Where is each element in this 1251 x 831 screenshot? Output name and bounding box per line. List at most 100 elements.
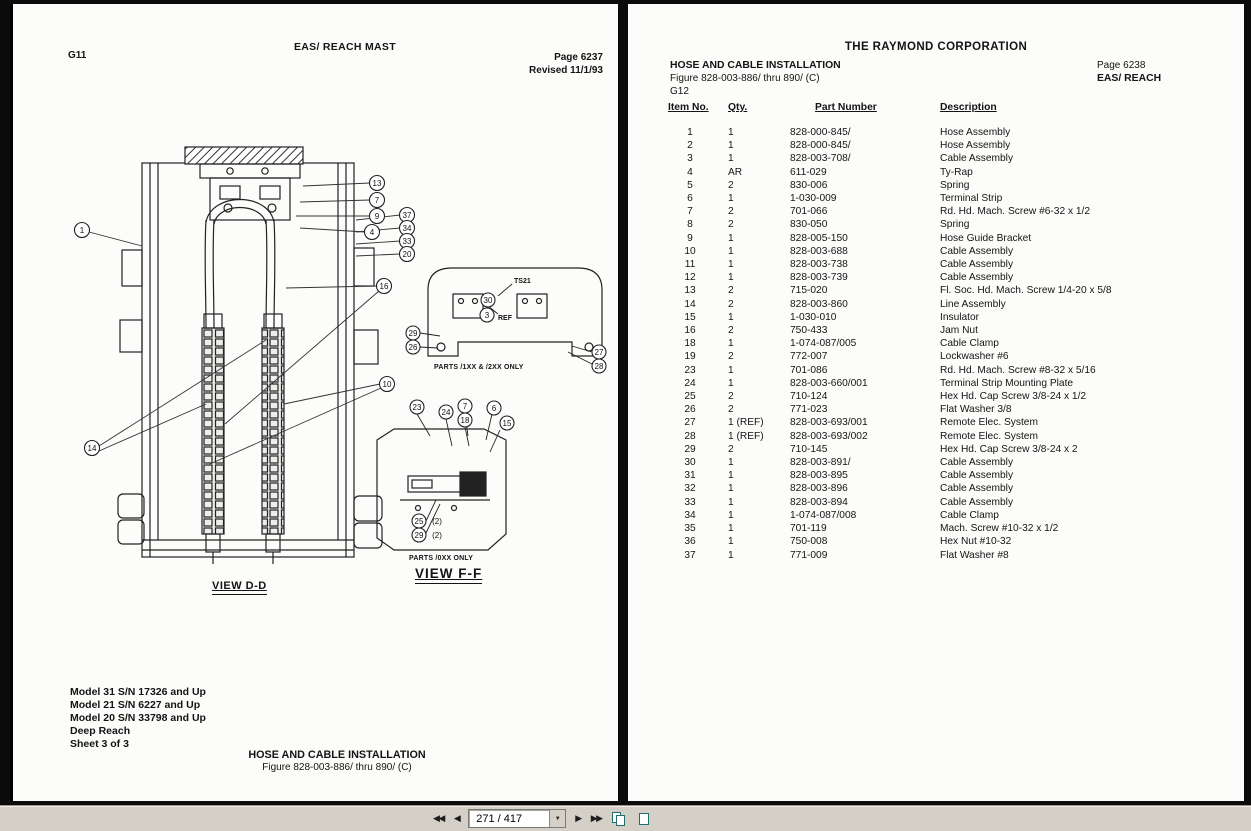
facing-pages-view-icon[interactable] <box>611 811 628 827</box>
cell-part-number: 828-003-739 <box>790 272 848 284</box>
cell-qty: 1 <box>728 509 734 521</box>
cell-part-number: 1-074-087/005 <box>790 338 857 350</box>
page-navigation-controls: ◀◀ ◀ 271 / 417 ▼ ▶ ▶▶ <box>432 806 653 831</box>
callout: 9 <box>368 207 386 225</box>
callout: 27 <box>591 344 607 360</box>
left-page-info: Page 6237 Revised 11/1/93 <box>485 52 603 77</box>
figure-reference: Figure 828-003-886/ thru 890/ (C) <box>670 73 820 84</box>
cell-qty: 1 <box>728 364 734 376</box>
cell-description: Rd. Hd. Mach. Screw #8-32 x 5/16 <box>940 364 1096 376</box>
left-page-number: Page 6237 <box>554 52 603 63</box>
fast-forward-button[interactable]: ▶▶ <box>590 813 603 823</box>
cell-qty: 1 (REF) <box>728 430 764 442</box>
cell-item-no: 15 <box>684 311 696 323</box>
cell-item-no: 24 <box>684 377 696 389</box>
cell-part-number: 701-066 <box>790 206 828 218</box>
parts-1xx-2xx-caption: PARTS /1XX & /2XX ONLY <box>434 364 524 371</box>
table-row: 23 1 701-086 Rd. Hd. Mach. Screw #8-32 x… <box>664 364 1224 377</box>
callout-balloons: 13 7 9 4 37 34 33 20 16 10 1 14 30 3 29 … <box>73 174 607 543</box>
cell-item-no: 27 <box>684 417 696 429</box>
svg-text:20: 20 <box>403 250 412 259</box>
svg-text:29: 29 <box>409 329 418 338</box>
combo-dropdown-arrow-icon[interactable]: ▼ <box>549 810 566 827</box>
table-row: 24 1 828-003-660/001 Terminal Strip Moun… <box>664 377 1224 390</box>
cell-description: Hex Hd. Cap Screw 3/8-24 x 2 <box>940 443 1078 455</box>
table-row: 31 1 828-003-895 Cable Assembly <box>664 469 1224 482</box>
svg-text:37: 37 <box>403 211 412 220</box>
callout: 10 <box>378 375 396 393</box>
cell-item-no: 31 <box>684 470 696 482</box>
cell-part-number: 1-030-010 <box>790 311 837 323</box>
next-page-button[interactable]: ▶ <box>575 813 582 823</box>
right-page-number: Page 6238 <box>1097 60 1146 71</box>
callout: 24 <box>438 404 454 420</box>
table-row: 14 2 828-003-860 Line Assembly <box>664 298 1224 311</box>
cell-description: Hose Assembly <box>940 127 1011 138</box>
cell-description: Terminal Strip <box>940 193 1003 205</box>
page-number-combo[interactable]: 271 / 417 ▼ <box>468 809 567 828</box>
svg-text:(2): (2) <box>432 531 442 540</box>
cell-qty: 1 <box>728 377 734 389</box>
table-row: 26 2 771-023 Flat Washer 3/8 <box>664 403 1224 416</box>
table-row: 10 1 828-003-688 Cable Assembly <box>664 245 1224 258</box>
view-f-f-label: VIEW F-F <box>415 566 483 584</box>
model-note-line: Deep Reach <box>70 725 131 737</box>
cell-item-no: 19 <box>684 351 696 363</box>
cell-item-no: 11 <box>684 259 696 271</box>
viewer-toolbar: ◀◀ ◀ 271 / 417 ▼ ▶ ▶▶ <box>0 805 1251 831</box>
cell-qty: 2 <box>728 206 734 218</box>
prev-page-button[interactable]: ◀ <box>453 813 461 823</box>
caption-figure: Figure 828-003-886/ thru 890/ (C) <box>262 762 412 773</box>
table-row: 34 1 1-074-087/008 Cable Clamp <box>664 509 1224 522</box>
cell-item-no: 37 <box>684 549 696 561</box>
fast-backward-button[interactable]: ◀◀ <box>433 813 445 823</box>
cell-qty: 1 <box>728 536 734 548</box>
table-row: 37 1 771-009 Flat Washer #8 <box>664 549 1224 562</box>
callout: 16 <box>375 277 393 295</box>
cell-qty: 1 <box>728 496 734 508</box>
table-row: 4 AR 611-029 Ty-Rap <box>664 166 1224 179</box>
svg-text:7: 7 <box>463 402 468 411</box>
cell-qty: 1 <box>728 338 734 350</box>
cell-part-number: 828-003-891/ <box>790 457 851 469</box>
svg-text:7: 7 <box>375 196 380 205</box>
cell-part-number: 750-008 <box>790 536 828 548</box>
table-row: 5 2 830-006 Spring <box>664 179 1224 192</box>
cell-part-number: 828-003-738 <box>790 259 848 271</box>
cell-part-number: 828-003-693/001 <box>790 417 868 429</box>
cell-qty: 2 <box>728 298 734 310</box>
callout: 26 <box>405 339 421 355</box>
cell-part-number: 828-003-895 <box>790 470 848 482</box>
cell-description: Cable Assembly <box>940 496 1014 508</box>
left-page-caption: HOSE AND CABLE INSTALLATION Figure 828-0… <box>147 749 527 773</box>
table-row: 8 2 830-050 Spring <box>664 218 1224 231</box>
section-title: HOSE AND CABLE INSTALLATION <box>670 60 841 71</box>
svg-text:4: 4 <box>370 228 375 237</box>
header-part-number: Part Number <box>815 102 877 113</box>
cell-qty: 2 <box>728 285 734 297</box>
table-row: 11 1 828-003-738 Cable Assembly <box>664 258 1224 271</box>
cell-description: Cable Assembly <box>940 259 1014 271</box>
cell-description: Cable Assembly <box>940 483 1014 495</box>
cell-part-number: 828-003-896 <box>790 483 848 495</box>
cell-qty: 2 <box>728 443 734 455</box>
single-page-view-icon[interactable] <box>636 811 653 827</box>
svg-text:(2): (2) <box>432 517 442 526</box>
lift-chain-left <box>201 327 225 535</box>
cell-qty: 2 <box>728 351 734 363</box>
cell-part-number: 771-009 <box>790 549 828 561</box>
cell-qty: 2 <box>728 179 734 191</box>
cell-item-no: 30 <box>684 457 696 469</box>
table-row: 33 1 828-003-894 Cable Assembly <box>664 496 1224 509</box>
cell-part-number: 1-074-087/008 <box>790 509 857 521</box>
header-item-no: Item No. <box>668 102 709 113</box>
cell-part-number: 611-029 <box>790 166 827 178</box>
parts-0xx-caption: PARTS /0XX ONLY <box>409 555 474 562</box>
svg-text:3: 3 <box>485 311 490 320</box>
svg-text:30: 30 <box>484 296 493 305</box>
cell-qty: 1 <box>728 193 734 205</box>
cell-part-number: 828-003-688 <box>790 245 848 257</box>
page-indicator[interactable]: 271 / 417 <box>476 812 523 825</box>
lift-chain-right <box>261 327 285 535</box>
